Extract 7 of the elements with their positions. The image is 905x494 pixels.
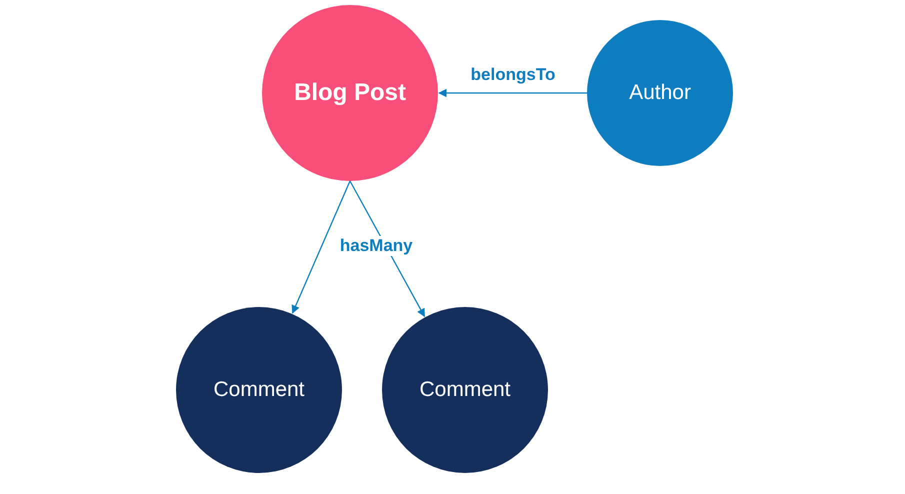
node-label: Comment: [213, 378, 305, 402]
arrow: [438, 88, 587, 98]
node-label: Comment: [419, 378, 511, 402]
node-label: Blog Post: [294, 79, 406, 107]
node-label: Author: [629, 81, 691, 105]
edge-label: belongsTo: [468, 65, 558, 85]
arrow: [292, 180, 351, 314]
